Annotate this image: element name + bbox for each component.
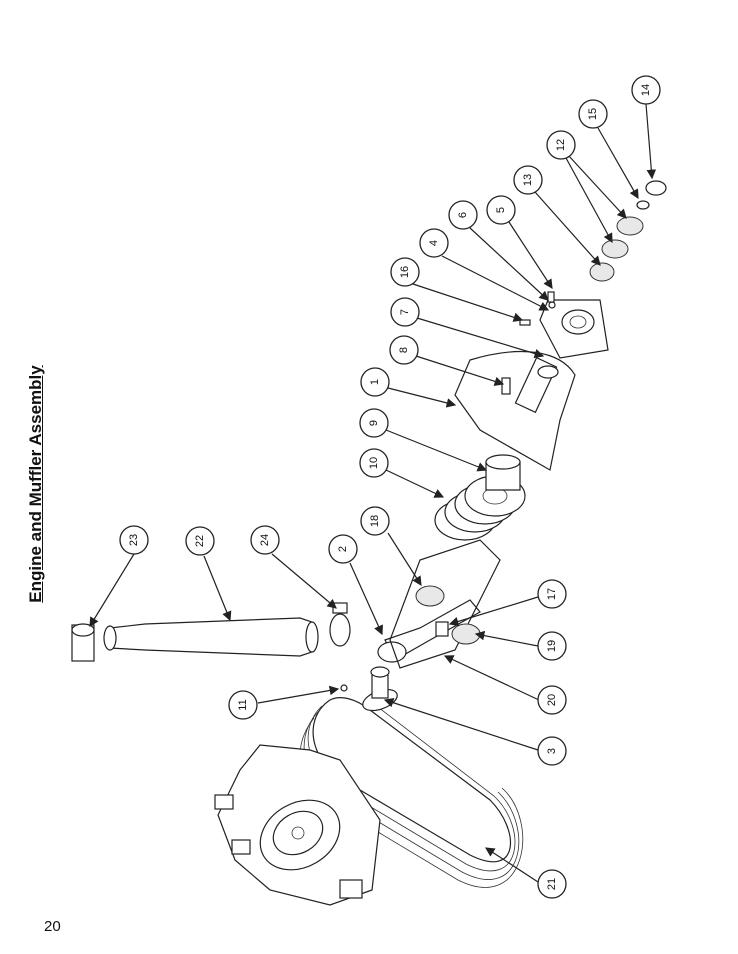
leader-3 (383, 698, 539, 751)
svg-text:24: 24 (259, 534, 271, 546)
callout-6: 6 (448, 200, 478, 230)
leader-21 (484, 847, 539, 883)
belt-21 (299, 697, 523, 888)
callout-9: 9 (359, 408, 389, 438)
svg-text:5: 5 (495, 207, 507, 213)
callout-3: 3 (537, 736, 567, 766)
svg-text:14: 14 (640, 84, 652, 96)
pulley-19 (451, 623, 481, 645)
screw-16 (519, 319, 531, 326)
callout-11: 11 (228, 690, 258, 720)
callout-14: 14 (631, 75, 661, 105)
svg-text:20: 20 (546, 694, 558, 706)
svg-text:16: 16 (399, 266, 411, 278)
callout-2: 2 (328, 534, 358, 564)
ring-15 (636, 200, 650, 210)
clamp-24 (329, 602, 351, 647)
callout-10: 10 (359, 448, 389, 478)
bushing-9 (485, 454, 521, 491)
svg-text:15: 15 (587, 108, 599, 120)
svg-text:9: 9 (368, 420, 380, 426)
svg-text:19: 19 (546, 640, 558, 652)
hub-3 (362, 666, 398, 712)
leader-13 (534, 191, 601, 266)
callout-20: 20 (537, 685, 567, 715)
callout-19: 19 (537, 631, 567, 661)
bearing-housing-4 (539, 299, 609, 359)
leader-20 (443, 655, 540, 701)
svg-text:10: 10 (368, 457, 380, 469)
bearing-12a (601, 239, 629, 259)
key-11 (340, 684, 348, 692)
svg-text:12: 12 (555, 139, 567, 151)
leader-24 (271, 553, 337, 609)
callout-23: 23 (119, 525, 149, 555)
callout-13: 13 (513, 165, 543, 195)
svg-text:18: 18 (369, 515, 381, 527)
spacer-17 (435, 621, 449, 637)
callout-8: 8 (389, 335, 419, 365)
svg-text:3: 3 (546, 748, 558, 754)
leader-12b (565, 157, 613, 244)
shaft-7 (514, 356, 559, 414)
svg-text:7: 7 (399, 309, 411, 315)
callout-17: 17 (537, 579, 567, 609)
svg-text:2: 2 (337, 546, 349, 552)
exhaust-cap-23 (71, 623, 95, 662)
callout-18: 18 (360, 506, 390, 536)
svg-text:21: 21 (546, 878, 558, 890)
bolt-5 (547, 291, 555, 303)
belt-20 (389, 539, 501, 669)
washer-6 (548, 301, 556, 309)
callout-15: 15 (578, 99, 608, 129)
svg-text:22: 22 (194, 535, 206, 547)
bearing-12b (616, 216, 644, 236)
leader-18 (387, 532, 422, 587)
leader-14 (645, 103, 657, 180)
leader-12a (567, 154, 627, 219)
svg-text:17: 17 (546, 588, 558, 600)
leader-8 (415, 355, 505, 386)
leader-5 (508, 221, 553, 290)
cap-14 (645, 180, 667, 196)
callout-4: 4 (419, 228, 449, 258)
svg-text:11: 11 (237, 699, 249, 710)
leader-4 (441, 255, 550, 311)
svg-text:4: 4 (428, 240, 440, 246)
leader-9 (385, 429, 488, 472)
seal-13 (589, 262, 615, 282)
leader-1 (387, 387, 457, 408)
leader-19 (474, 630, 539, 647)
callout-12: 12 (546, 130, 576, 160)
svg-text:13: 13 (522, 174, 534, 186)
leader-10 (385, 469, 445, 498)
leader-7 (416, 317, 545, 359)
svg-text:23: 23 (128, 534, 140, 546)
callout-22: 22 (185, 526, 215, 556)
pulley-18 (415, 585, 445, 607)
callout-1: 1 (360, 367, 390, 397)
callout-7: 7 (390, 297, 420, 327)
leader-17 (448, 596, 539, 627)
leader-22 (203, 555, 232, 622)
svg-text:8: 8 (398, 347, 410, 353)
leader-15 (597, 127, 639, 200)
callout-24: 24 (250, 525, 280, 555)
key-8 (501, 377, 511, 395)
idler-arm-2 (377, 599, 481, 663)
callout-21: 21 (537, 869, 567, 899)
page-number: 20 (44, 918, 61, 935)
callout-16: 16 (390, 257, 420, 287)
leader-6 (469, 227, 549, 301)
svg-text:6: 6 (457, 212, 469, 218)
callout-5: 5 (486, 195, 516, 225)
muffler-22 (103, 617, 319, 657)
leader-2 (349, 562, 383, 636)
leader-23 (89, 553, 135, 628)
engine-housing (214, 744, 381, 906)
svg-text:1: 1 (369, 379, 381, 385)
leader-16 (412, 283, 524, 322)
leader-11 (257, 685, 340, 704)
